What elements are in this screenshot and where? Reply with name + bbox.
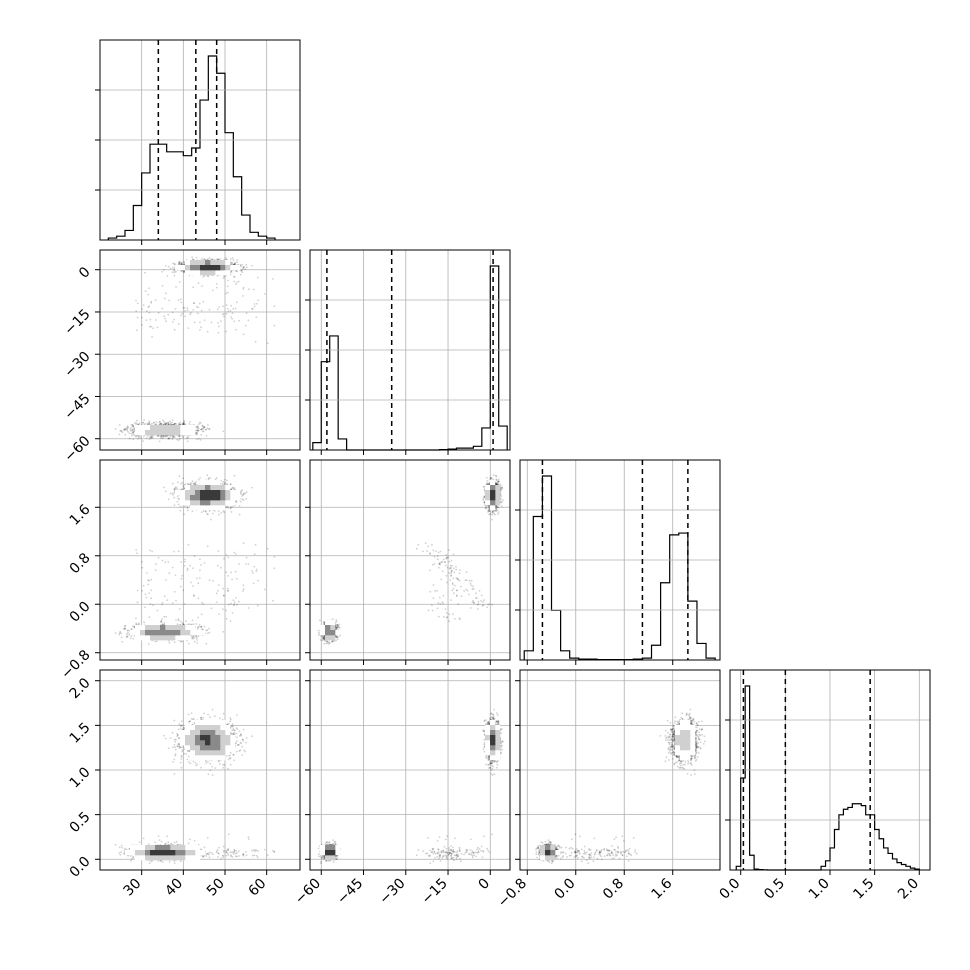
sample-point xyxy=(196,257,198,259)
sample-point xyxy=(173,270,175,272)
sample-point xyxy=(240,270,242,272)
sample-point xyxy=(129,428,131,430)
sample-point xyxy=(202,430,204,432)
sample-point xyxy=(234,263,236,265)
sample-point xyxy=(222,431,224,433)
sample-point xyxy=(127,431,129,433)
sample-point xyxy=(168,266,170,268)
sample-point xyxy=(230,258,232,260)
sample-point xyxy=(130,430,132,432)
sample-point xyxy=(244,268,246,270)
sample-point xyxy=(246,266,248,268)
sample-point xyxy=(251,265,253,267)
sample-point xyxy=(129,438,131,440)
sample-point xyxy=(243,267,245,269)
sample-point xyxy=(230,270,232,272)
sample-point xyxy=(232,257,234,259)
panel-1-0: −60−45−30−150 xyxy=(61,250,300,465)
sample-point xyxy=(134,422,136,424)
sample-point xyxy=(240,274,242,276)
sample-point xyxy=(143,419,145,421)
sample-point xyxy=(236,271,238,273)
sample-point xyxy=(149,438,151,440)
sample-point xyxy=(170,268,172,270)
sample-point xyxy=(206,435,208,437)
sample-point xyxy=(172,263,174,265)
sample-point xyxy=(174,271,176,273)
sample-point xyxy=(142,422,144,424)
sample-point xyxy=(223,276,225,278)
sample-point xyxy=(204,258,206,260)
sample-point xyxy=(183,271,185,273)
sample-point xyxy=(207,276,209,278)
sample-point xyxy=(241,264,243,266)
sample-point xyxy=(207,258,209,260)
sample-point xyxy=(233,259,235,261)
sample-point xyxy=(236,261,238,263)
sample-point xyxy=(162,419,164,421)
sample-point xyxy=(124,434,126,436)
sample-point xyxy=(209,257,211,259)
sample-point xyxy=(174,275,176,277)
sample-point xyxy=(163,269,165,271)
sample-point xyxy=(180,271,182,273)
histogram-0 xyxy=(108,56,275,240)
hist-panel-0 xyxy=(95,40,300,245)
sample-point xyxy=(159,441,161,443)
sample-point xyxy=(225,257,227,259)
sample-point xyxy=(182,262,184,264)
sample-point xyxy=(165,265,167,267)
sample-point xyxy=(119,424,121,426)
sample-point xyxy=(201,434,203,436)
sample-point xyxy=(219,258,221,260)
sample-point xyxy=(236,259,238,261)
sample-point xyxy=(132,426,134,428)
sample-point xyxy=(201,258,203,260)
sample-point xyxy=(172,271,174,273)
sample-point xyxy=(187,440,189,442)
sample-point xyxy=(202,425,204,427)
sample-point xyxy=(231,262,233,264)
sample-point xyxy=(130,427,132,429)
sample-point xyxy=(200,439,202,441)
sample-point xyxy=(245,264,247,266)
sample-point xyxy=(179,261,181,263)
sample-point xyxy=(191,256,193,258)
